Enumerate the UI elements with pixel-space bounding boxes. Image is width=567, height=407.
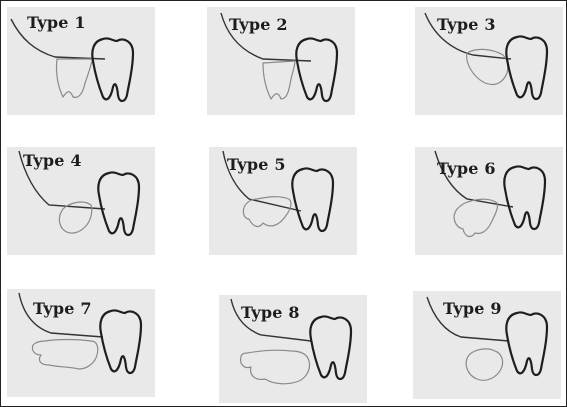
second-molar [100,310,141,373]
second-molar [506,312,547,375]
second-molar [296,38,337,101]
panel-type-6: Type 6 [415,147,563,255]
panel-type-5: Type 5 [209,147,357,255]
second-molar [504,166,545,229]
panel-type-9: Type 9 [413,291,561,399]
panel-label: Type 7 [33,299,92,318]
second-molar [98,172,139,235]
panel-type-7: Type 7 [7,289,155,397]
panel-type-3: Type 3 [415,7,563,115]
second-molar [310,316,351,379]
third-molar [454,199,497,236]
panel-type-8: Type 8 [219,295,367,403]
panel-label: Type 2 [229,15,288,34]
panel-type-4: Type 4 [7,147,155,255]
third-molar [241,350,310,384]
second-molar [92,38,133,101]
panel-label: Type 5 [227,155,286,174]
panel-label: Type 1 [27,13,86,32]
second-molar [292,168,333,231]
third-molar [243,197,291,227]
panel-label: Type 4 [23,151,82,170]
panel-type-2: Type 2 [207,7,355,115]
panel-label: Type 3 [437,15,496,34]
panel-type-1: Type 1 [7,7,155,115]
panel-label: Type 8 [241,303,300,322]
second-molar [506,36,547,99]
third-molar [56,59,93,97]
third-molar [263,61,295,99]
panel-label: Type 6 [437,159,496,178]
panel-label: Type 9 [443,299,502,318]
third-molar [32,340,97,370]
third-molar [466,349,502,380]
